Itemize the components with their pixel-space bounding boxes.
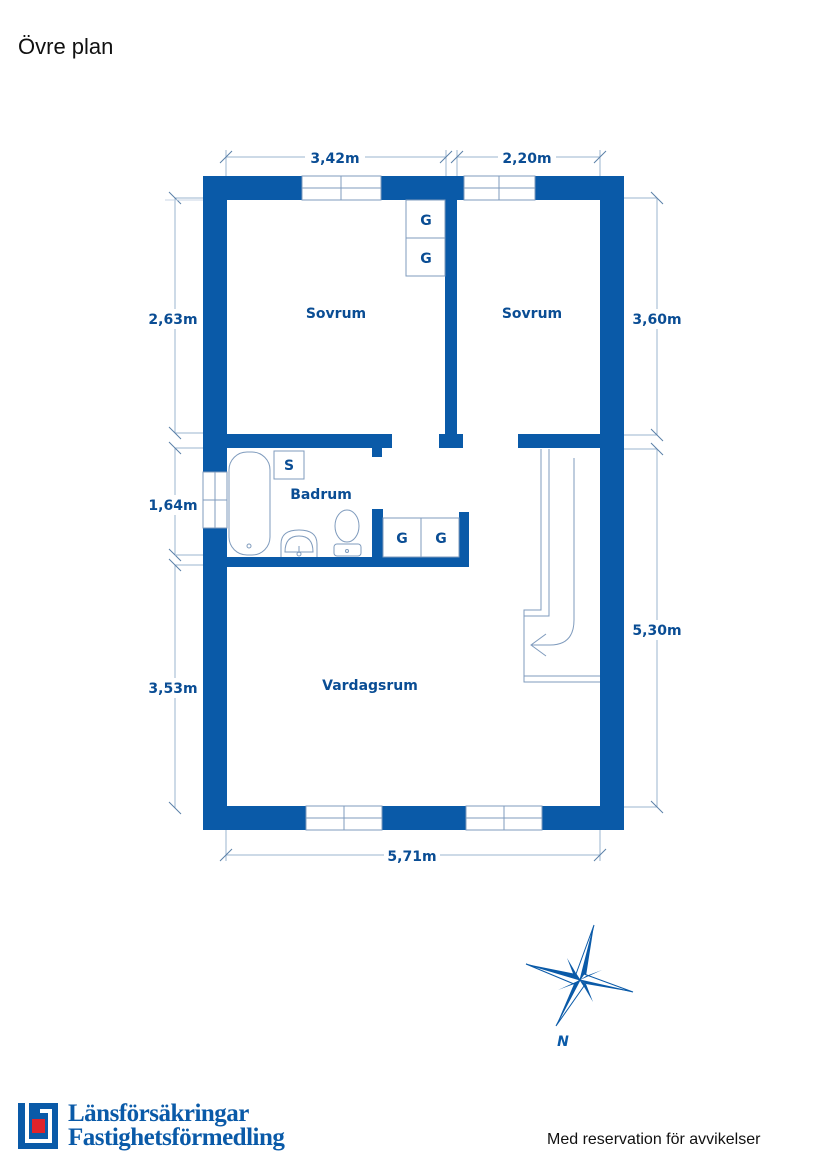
windows — [202, 175, 543, 831]
dimension-right-bottom: 5,30m — [632, 623, 681, 639]
room-label-living-room: Vardagsrum — [322, 678, 418, 694]
walls — [203, 176, 624, 830]
room-label-bedroom-2: Sovrum — [502, 306, 562, 322]
disclaimer-text: Med reservation för avvikelser — [547, 1131, 761, 1148]
staircase-icon — [523, 449, 600, 683]
dimension-left-bottom: 3,53m — [148, 681, 197, 697]
bedroom-closets — [405, 199, 446, 277]
company-logo: Länsförsäkringar Fastighetsförmedling — [18, 1100, 285, 1151]
logo-line-1: Länsförsäkringar — [68, 1100, 249, 1127]
closet-label-g4: G — [435, 531, 447, 547]
floor-title: Övre plan — [18, 34, 114, 59]
bathroom-fixtures — [228, 450, 362, 557]
dimension-top-right: 2,20m — [502, 151, 551, 167]
compass-rose-icon — [525, 924, 634, 1027]
dimension-right-top: 3,60m — [632, 312, 681, 328]
lansforsakringar-logo-icon — [18, 1103, 58, 1149]
dimension-bottom: 5,71m — [387, 849, 436, 865]
dimension-top-left: 3,42m — [310, 151, 359, 167]
hall-closets — [382, 517, 460, 558]
compass-north-label: N — [557, 1034, 569, 1050]
bath-cabinet-label: S — [284, 458, 294, 474]
closet-label-g3: G — [396, 531, 408, 547]
dimension-left-top: 2,63m — [148, 312, 197, 328]
closet-label-g2: G — [420, 251, 432, 267]
closet-label-g1: G — [420, 213, 432, 229]
dimension-lines — [165, 150, 664, 862]
room-label-bedroom-1: Sovrum — [306, 306, 366, 322]
room-label-bathroom: Badrum — [290, 487, 352, 503]
logo-line-2: Fastighetsförmedling — [68, 1124, 285, 1151]
dimension-left-middle: 1,64m — [148, 498, 197, 514]
logo-text: Länsförsäkringar Fastighetsförmedling — [68, 1100, 285, 1151]
